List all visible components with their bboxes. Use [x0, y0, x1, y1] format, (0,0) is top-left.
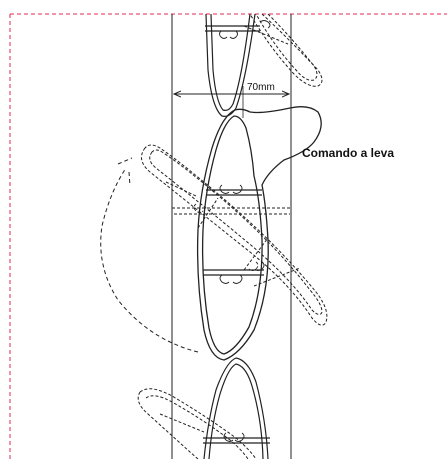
blade-middle-rotated: [140, 144, 328, 326]
blade-bottom: [203, 357, 270, 459]
blade-bottom-rotated: [137, 388, 257, 459]
blade-top: [205, 13, 271, 117]
rotation-arrow: [100, 157, 199, 353]
blade-middle: [196, 106, 322, 361]
blade-top-rotated: [243, 13, 323, 87]
guide-rails: [171, 14, 292, 459]
cam-control-label: Comando a leva: [302, 146, 394, 160]
frame-border: [9, 13, 447, 459]
dimension-70mm: 70mm: [174, 82, 289, 118]
dimension-label: 70mm: [247, 82, 275, 93]
